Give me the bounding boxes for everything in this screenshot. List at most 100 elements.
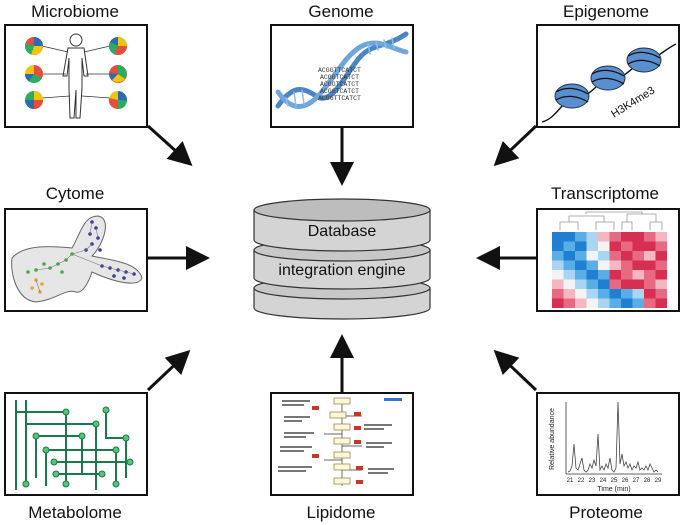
heatmap-cell	[632, 232, 644, 242]
heatmap-cell	[632, 260, 644, 270]
heatmap-cell	[586, 260, 598, 270]
heatmap-cell	[563, 232, 575, 242]
metabolome-title: Metabolome	[28, 503, 122, 522]
arrow-metabolome	[146, 349, 191, 392]
heatmap-cell	[575, 298, 587, 308]
y-axis-label: Relative abundance	[549, 408, 556, 470]
lipidome-title: Lipidome	[306, 503, 376, 522]
heatmap	[552, 211, 667, 308]
heatmap-cell	[563, 241, 575, 251]
transcriptome-panel	[536, 208, 680, 312]
heatmap-cell	[552, 279, 564, 289]
heatmap-cell	[655, 232, 667, 242]
heatmap-cell	[609, 270, 621, 280]
heatmap-cell	[632, 289, 644, 299]
heatmap-cell	[644, 298, 656, 308]
dendrogram	[559, 211, 663, 230]
heatmap-cell	[655, 260, 667, 270]
heatmap-cell	[552, 298, 564, 308]
heatmap-cell	[621, 279, 633, 289]
annotation-text-lines	[278, 400, 394, 474]
heatmap-cell	[621, 241, 633, 251]
heatmap-cell	[644, 260, 656, 270]
heatmap-cell	[644, 270, 656, 280]
genome-panel: ACGGTTCATCT ACGGTCATCT ACGGTCATCT ACGGTC…	[270, 24, 414, 128]
heatmap-cell	[552, 289, 564, 299]
svg-text:21: 21	[567, 478, 574, 484]
heatmap-cell	[609, 251, 621, 261]
heatmap-cell	[621, 251, 633, 261]
lipidome-panel	[270, 392, 414, 496]
heatmap-cell	[632, 279, 644, 289]
heatmap-cell	[575, 232, 587, 242]
svg-text:28: 28	[644, 478, 651, 484]
heatmap-cell	[598, 232, 610, 242]
heatmap-cell	[563, 279, 575, 289]
heatmap-cell	[575, 289, 587, 299]
x-axis-label: Time (min)	[597, 486, 630, 493]
pie-charts	[24, 37, 128, 110]
heatmap-cell	[621, 298, 633, 308]
heatmap-cell	[609, 298, 621, 308]
heatmap-cell	[563, 270, 575, 280]
pathway-network	[15, 400, 130, 490]
epigenome-panel: H3K4me3	[536, 24, 680, 128]
heatmap-cell	[621, 289, 633, 299]
genome-title: Genome	[308, 2, 374, 21]
heatmap-cell	[586, 241, 598, 251]
heatmap-cell	[621, 270, 633, 280]
heatmap-cell	[621, 260, 633, 270]
heatmap-cell	[655, 279, 667, 289]
heatmap-cell	[632, 270, 644, 280]
heatmap-cell	[575, 270, 587, 280]
heatmap-cell	[609, 279, 621, 289]
svg-text:22: 22	[578, 478, 585, 484]
heatmap-cell	[655, 270, 667, 280]
dna-helix-icon	[275, 31, 409, 109]
arrow-microbiome	[146, 124, 193, 167]
heatmap-cell	[598, 251, 610, 261]
cytome-title: Cytome	[45, 184, 105, 203]
sequence-line: ACGGTCATCT	[320, 81, 359, 88]
database-label-line1: Database	[307, 223, 377, 240]
heatmap-cell	[598, 279, 610, 289]
nucleosome-icon	[554, 47, 662, 109]
sequence-line: ACGGTCATCT	[320, 88, 359, 95]
human-silhouette	[62, 33, 89, 119]
network-nodes	[26, 220, 136, 294]
heatmap-cell	[575, 279, 587, 289]
heatmap-cell	[609, 260, 621, 270]
proteome-title: Proteome	[569, 503, 643, 522]
heatmap-cell	[552, 251, 564, 261]
metabolite-nodes	[22, 406, 134, 488]
heatmap-cell	[586, 251, 598, 261]
heatmap-cell	[598, 260, 610, 270]
cytome-panel	[4, 208, 148, 312]
heatmap-cell	[632, 241, 644, 251]
heatmap-cell	[586, 232, 598, 242]
heatmap-cell	[563, 298, 575, 308]
epigenome-title: Epigenome	[562, 2, 649, 21]
database-integration-engine: Database integration engine	[252, 198, 432, 327]
sequence-line: ACGGTTCATCT	[318, 95, 361, 102]
heatmap-cell	[552, 270, 564, 280]
metabolome-panel	[4, 392, 148, 496]
heatmap-cell	[644, 289, 656, 299]
chromatogram-trace	[567, 401, 659, 473]
microbiome-panel	[4, 24, 148, 128]
transcriptome-title: Transcriptome	[550, 184, 659, 203]
heatmap-cell	[552, 241, 564, 251]
heatmap-cell	[632, 298, 644, 308]
svg-text:26: 26	[622, 478, 629, 484]
heatmap-cell	[644, 241, 656, 251]
svg-text:25: 25	[611, 478, 618, 484]
heatmap-cell	[586, 289, 598, 299]
heatmap-cell	[644, 232, 656, 242]
heatmap-cell	[563, 289, 575, 299]
svg-text:27: 27	[633, 478, 640, 484]
heatmap-cell	[609, 241, 621, 251]
histone-mark-label: H3K4me3	[609, 84, 657, 120]
heatmap-cell	[575, 260, 587, 270]
heatmap-cell	[575, 241, 587, 251]
